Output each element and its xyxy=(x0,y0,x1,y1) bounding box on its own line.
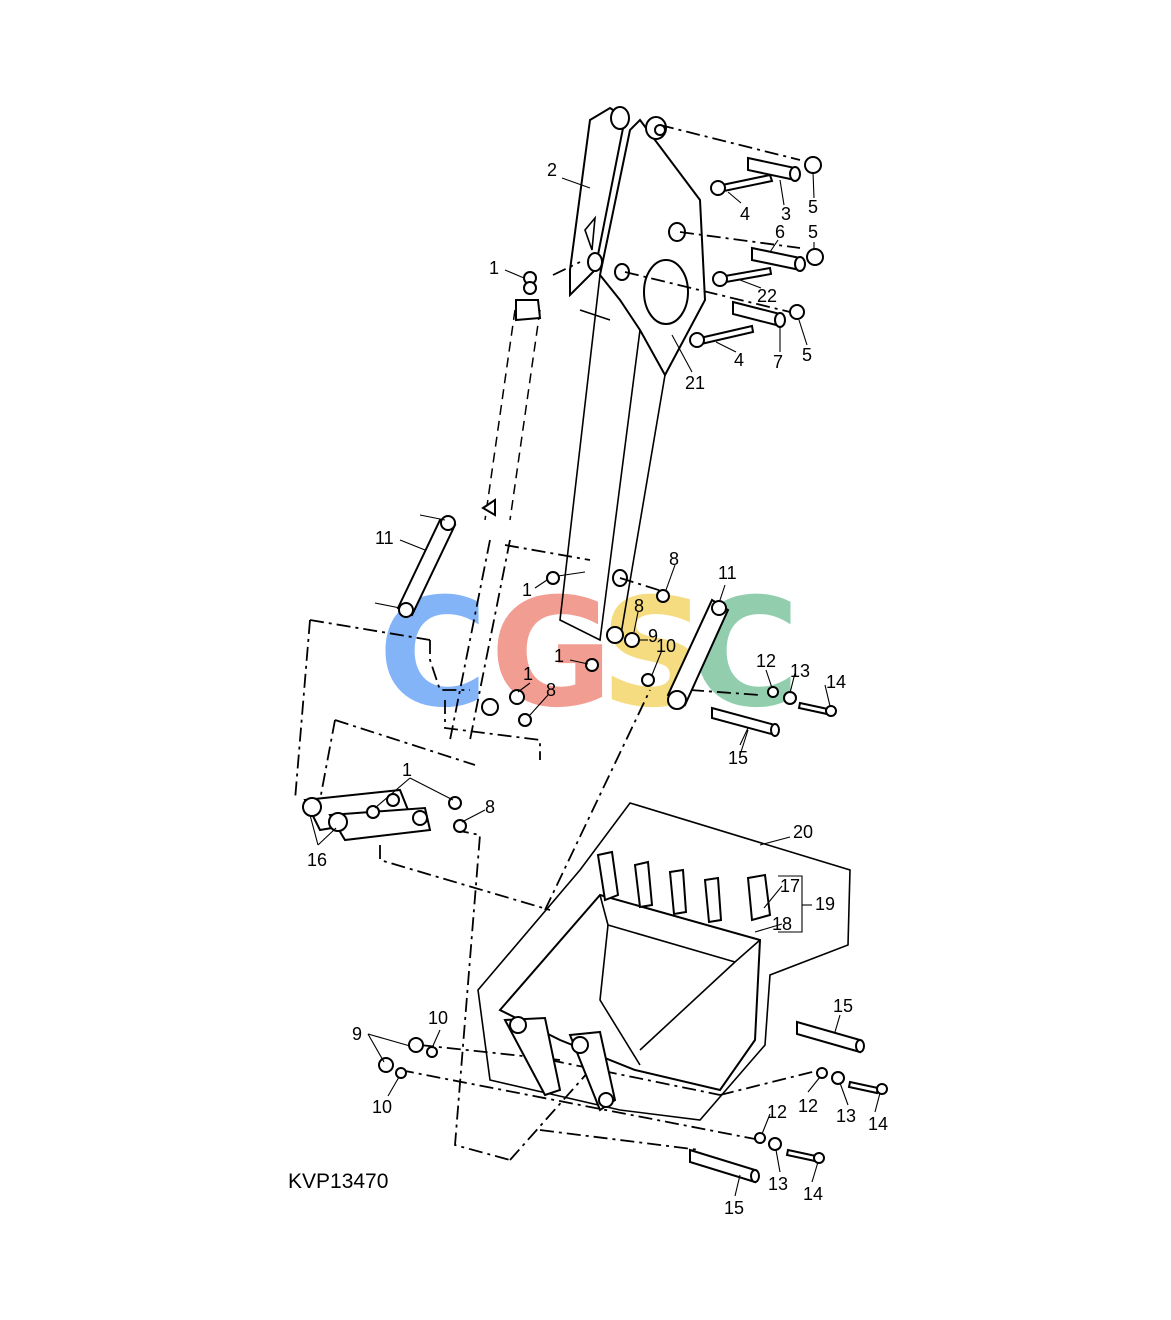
callout-15-right: 15 xyxy=(833,996,853,1016)
link-right xyxy=(666,598,730,710)
watermark-letter-c1: C xyxy=(378,567,488,741)
callout-8-lower: 8 xyxy=(485,797,495,817)
connection-lines xyxy=(294,124,821,1161)
figure-id: KVP13470 xyxy=(288,1170,388,1193)
callout-11-left: 11 xyxy=(375,528,394,548)
callout-13-mid: 13 xyxy=(790,661,810,681)
callout-6: 6 xyxy=(775,222,785,242)
callout-9-mid: 9 xyxy=(648,626,658,646)
dipper-arm xyxy=(559,106,707,642)
top-hardware xyxy=(689,156,824,348)
callout-10-lower: 10 xyxy=(372,1097,392,1117)
leader-lines xyxy=(309,171,881,1197)
callout-20: 20 xyxy=(793,822,813,842)
callout-22: 22 xyxy=(757,286,777,306)
callout-12-mid: 12 xyxy=(756,651,776,671)
callout-15-lower: 15 xyxy=(724,1198,744,1218)
callout-1-mid: 1 xyxy=(522,580,532,600)
callout-15-mid: 15 xyxy=(728,748,748,768)
callout-3: 3 xyxy=(781,204,791,224)
link-assembly-lower xyxy=(302,788,432,842)
watermark-letter-g: G xyxy=(490,567,613,741)
small-hardware xyxy=(366,271,888,1184)
callout-7: 7 xyxy=(773,352,783,372)
callout-12-right: 12 xyxy=(798,1096,818,1116)
hydraulic-cylinder xyxy=(449,299,542,741)
callout-labels: 2 4 3 5 6 5 22 4 7 5 21 1 11 1 8 11 8 9 … xyxy=(307,160,888,1218)
callout-13-right: 13 xyxy=(836,1106,856,1126)
callout-14-right: 14 xyxy=(868,1114,888,1134)
bucket xyxy=(477,802,851,1121)
callout-8-mid: 8 xyxy=(669,549,679,569)
callout-1-center: 1 xyxy=(554,646,564,666)
link-left xyxy=(374,514,457,618)
callout-1-lower: 1 xyxy=(402,760,412,780)
callout-11-right: 11 xyxy=(718,563,737,583)
callout-2: 2 xyxy=(547,160,557,180)
callout-13-lower: 13 xyxy=(768,1174,788,1194)
callout-10-mid: 10 xyxy=(656,636,676,656)
callout-16: 16 xyxy=(307,850,327,870)
callout-8-center: 8 xyxy=(634,596,644,616)
callout-4-top: 4 xyxy=(740,204,750,224)
callout-18: 18 xyxy=(772,914,792,934)
callout-8-low: 8 xyxy=(546,680,556,700)
callout-14-lower: 14 xyxy=(803,1184,823,1204)
callout-17: 17 xyxy=(780,876,800,896)
callout-14-mid: 14 xyxy=(826,672,846,692)
callout-5-low: 5 xyxy=(802,345,812,365)
callout-5-mid: 5 xyxy=(808,222,818,242)
callout-10-upper: 10 xyxy=(428,1008,448,1028)
callout-1-low: 1 xyxy=(523,664,533,684)
callout-9-lower: 9 xyxy=(352,1024,362,1044)
callout-5-top: 5 xyxy=(808,197,818,217)
callout-4-mid: 4 xyxy=(734,350,744,370)
callout-1-top: 1 xyxy=(489,258,499,278)
callout-12-lower: 12 xyxy=(767,1102,787,1122)
callout-19: 19 xyxy=(815,894,835,914)
callout-21: 21 xyxy=(685,373,705,393)
